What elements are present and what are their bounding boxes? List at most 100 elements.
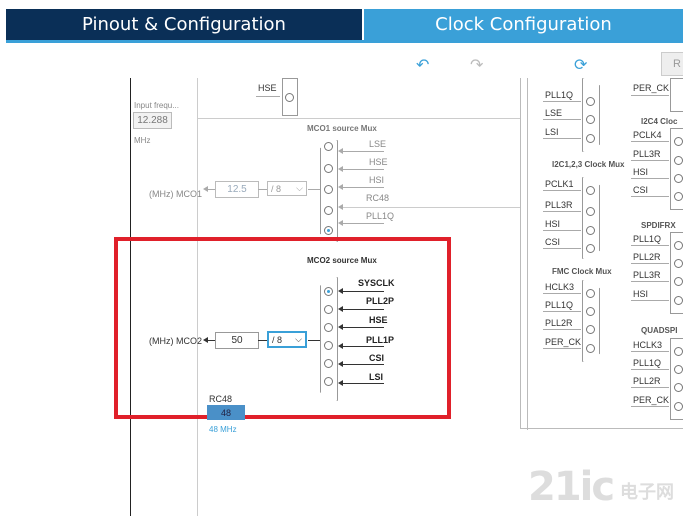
mco1-radio-lse[interactable] — [324, 142, 333, 151]
spdifrx-title: SPDIFRX — [641, 221, 676, 230]
right-line — [631, 95, 669, 96]
mco1-radio-rc48[interactable] — [324, 206, 333, 215]
hse-top-line — [256, 96, 280, 97]
tab-label: Pinout & Configuration — [82, 14, 286, 35]
mco2-line — [342, 327, 384, 328]
mco2-source-sysclk: SYSCLK — [358, 278, 395, 288]
i2c123-src-pclk1: PCLK1 — [545, 179, 574, 189]
i2c4-radio[interactable] — [674, 137, 683, 146]
right-line — [631, 351, 669, 352]
spdifrx-radio[interactable] — [674, 241, 683, 250]
arrow-left-icon — [338, 288, 343, 294]
mco2-radio-csi[interactable] — [324, 359, 333, 368]
quadspi-src-pll1q: PLL1Q — [633, 358, 662, 368]
mco1-title: MCO1 source Mux — [307, 124, 377, 133]
i2c123-radio[interactable] — [586, 226, 595, 235]
quadspi-radio[interactable] — [674, 365, 683, 374]
reset-button[interactable]: R — [661, 52, 683, 76]
quadspi-src-per-ck: PER_CK — [633, 395, 670, 405]
mco1-source-hsi: HSI — [369, 175, 385, 185]
spdifrx-radio[interactable] — [674, 259, 683, 268]
i2c123-radio[interactable] — [586, 207, 595, 216]
i2c123-radio[interactable] — [586, 186, 595, 195]
mco1-output-line — [258, 189, 268, 190]
chevron-down-icon: ⌵ — [296, 183, 303, 193]
mco1-radio-hsi[interactable] — [324, 185, 333, 194]
mco1-radio-pll1q[interactable] — [324, 226, 333, 235]
right-line — [543, 293, 581, 294]
connector-line — [198, 118, 520, 119]
frame-line-left — [130, 78, 131, 516]
fmc-radio[interactable] — [586, 344, 595, 353]
input-frequency-label: Input frequ... — [134, 101, 179, 110]
refresh-icon[interactable]: ⟳ — [574, 57, 588, 74]
i2c4-radio[interactable] — [674, 156, 683, 165]
mco2-radio-pll1p[interactable] — [324, 341, 333, 350]
spdifrx-radio[interactable] — [674, 296, 683, 305]
rc48-label: RC48 — [209, 394, 233, 404]
spdifrx-mux — [670, 232, 683, 314]
quadspi-radio[interactable] — [674, 347, 683, 356]
mco1-source-hse: HSE — [369, 157, 388, 167]
mco1-divider-select[interactable]: / 8⌵ — [267, 181, 307, 196]
right-line — [631, 263, 669, 264]
mco2-output-line — [258, 340, 268, 341]
spdif-src-hsi: HSI — [633, 289, 649, 299]
right-line — [543, 230, 581, 231]
right-line — [631, 406, 669, 407]
mco2-title: MCO2 source Mux — [307, 256, 377, 265]
undo-icon[interactable]: ↶ — [416, 57, 430, 74]
mco1-source-rc48: RC48 — [366, 193, 390, 203]
i2c123-radio[interactable] — [586, 244, 595, 253]
right-top-src-lse: LSE — [545, 108, 563, 118]
i2c4-radio[interactable] — [674, 192, 683, 201]
right-line — [543, 138, 581, 139]
right-top-radio[interactable] — [586, 134, 595, 143]
right-top-radio[interactable] — [586, 115, 595, 124]
mco1-radio-hse[interactable] — [324, 164, 333, 173]
mco1-line — [342, 169, 384, 170]
mco2-radio-sysclk[interactable] — [324, 287, 333, 296]
highlight-box — [114, 237, 451, 419]
mco2-line — [342, 291, 384, 292]
tab-clock-configuration[interactable]: Clock Configuration — [364, 9, 683, 40]
arrow-left-icon — [203, 337, 208, 343]
right-line — [543, 190, 581, 191]
tab-pinout-configuration[interactable]: Pinout & Configuration — [6, 9, 362, 40]
mco2-divider-select[interactable]: / 8⌵ — [267, 331, 307, 348]
i2c4-src-csi: CSI — [633, 185, 649, 195]
i2c123-src-hsi: HSI — [545, 219, 561, 229]
spdifrx-radio[interactable] — [674, 277, 683, 286]
right-line — [631, 369, 669, 370]
mco2-source-pll2p: PLL2P — [366, 296, 395, 306]
fmc-radio[interactable] — [586, 325, 595, 334]
fmc-radio[interactable] — [586, 289, 595, 298]
redo-icon[interactable]: ↷ — [470, 57, 484, 74]
right-line — [543, 329, 581, 330]
input-frequency-field[interactable]: 12.288 — [133, 112, 172, 129]
rc48-block[interactable]: 48 — [207, 405, 245, 420]
frame-line-right-2 — [527, 78, 528, 430]
hse-top-radio[interactable] — [285, 93, 294, 102]
mco2-radio-pll2p[interactable] — [324, 305, 333, 314]
quadspi-radio[interactable] — [674, 402, 683, 411]
mco2-radio-hse[interactable] — [324, 323, 333, 332]
i2c123-src-csi: CSI — [545, 237, 561, 247]
mco1-output-field[interactable]: 12.5 — [215, 181, 259, 198]
i2c4-src-pll3r: PLL3R — [633, 149, 661, 159]
reset-button-label: R — [673, 58, 681, 70]
i2c4-src-hsi: HSI — [633, 167, 649, 177]
mco2-source-pll1p: PLL1P — [366, 335, 395, 345]
tab-label: Clock Configuration — [435, 14, 612, 35]
per-ck-label: PER_CK — [633, 83, 670, 93]
right-top-radio[interactable] — [586, 97, 595, 106]
i2c4-radio[interactable] — [674, 174, 683, 183]
watermark-sub: 电子网 — [620, 482, 674, 502]
mco2-radio-lsi[interactable] — [324, 377, 333, 386]
fmc-radio[interactable] — [586, 307, 595, 316]
fmc-src-pll2r: PLL2R — [545, 318, 573, 328]
arrow-left-icon — [203, 186, 208, 192]
quadspi-radio[interactable] — [674, 383, 683, 392]
mco1-output-line — [207, 189, 217, 190]
right-line — [631, 196, 669, 197]
